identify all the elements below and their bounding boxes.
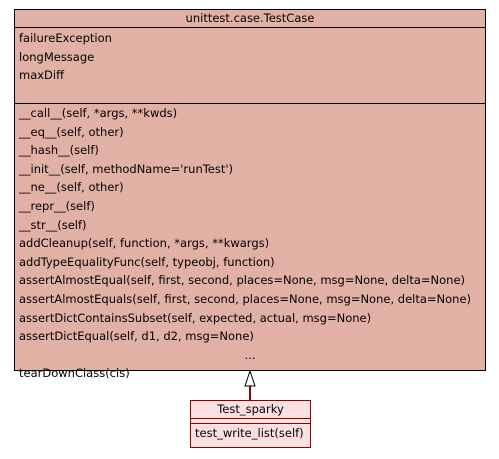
- derived-class-box[interactable]: Test_sparky test_write_list(self): [190, 400, 311, 448]
- inheritance-arrowhead: [244, 369, 256, 387]
- attribute-item: longMessage: [19, 49, 95, 64]
- attribute-item: maxDiff: [19, 68, 65, 83]
- method-item: __str__(self): [19, 217, 87, 232]
- method-item: tearDownClass(cls): [19, 366, 130, 381]
- method-item: assertDictContainsSubset(self, expected,…: [19, 310, 372, 325]
- methods-ellipsis: ...: [244, 347, 256, 362]
- derived-class-methods: test_write_list(self): [191, 424, 310, 444]
- method-item: addCleanup(self, function, *args, **kwar…: [19, 236, 270, 251]
- attribute-item: failureException: [19, 31, 112, 45]
- method-item: test_write_list(self): [195, 426, 304, 440]
- base-class-methods: __call__(self, *args, **kwds) __eq__(sel…: [15, 104, 485, 383]
- method-item: __eq__(self, other): [19, 124, 124, 139]
- method-item: assertDictEqual(self, d1, d2, msg=None): [19, 329, 254, 344]
- method-item: __init__(self, methodName='runTest'): [19, 161, 234, 176]
- base-class-attributes: failureException longMessage maxDiff: [15, 28, 485, 104]
- method-item: addTypeEqualityFunc(self, typeobj, funct…: [19, 254, 275, 269]
- method-item: __repr__(self): [19, 198, 95, 213]
- base-class-box[interactable]: unittest.case.TestCase failureException …: [14, 9, 486, 380]
- base-class-name: unittest.case.TestCase: [15, 10, 485, 28]
- method-item: __hash__(self): [19, 143, 99, 158]
- method-item: __ne__(self, other): [19, 180, 124, 195]
- method-item: assertAlmostEqual(self, first, second, p…: [19, 273, 466, 288]
- method-item: assertAlmostEquals(self, first, second, …: [19, 291, 472, 306]
- derived-class-name: Test_sparky: [191, 401, 310, 419]
- derived-class-attributes: [191, 419, 310, 424]
- method-item: __call__(self, *args, **kwds): [19, 106, 178, 120]
